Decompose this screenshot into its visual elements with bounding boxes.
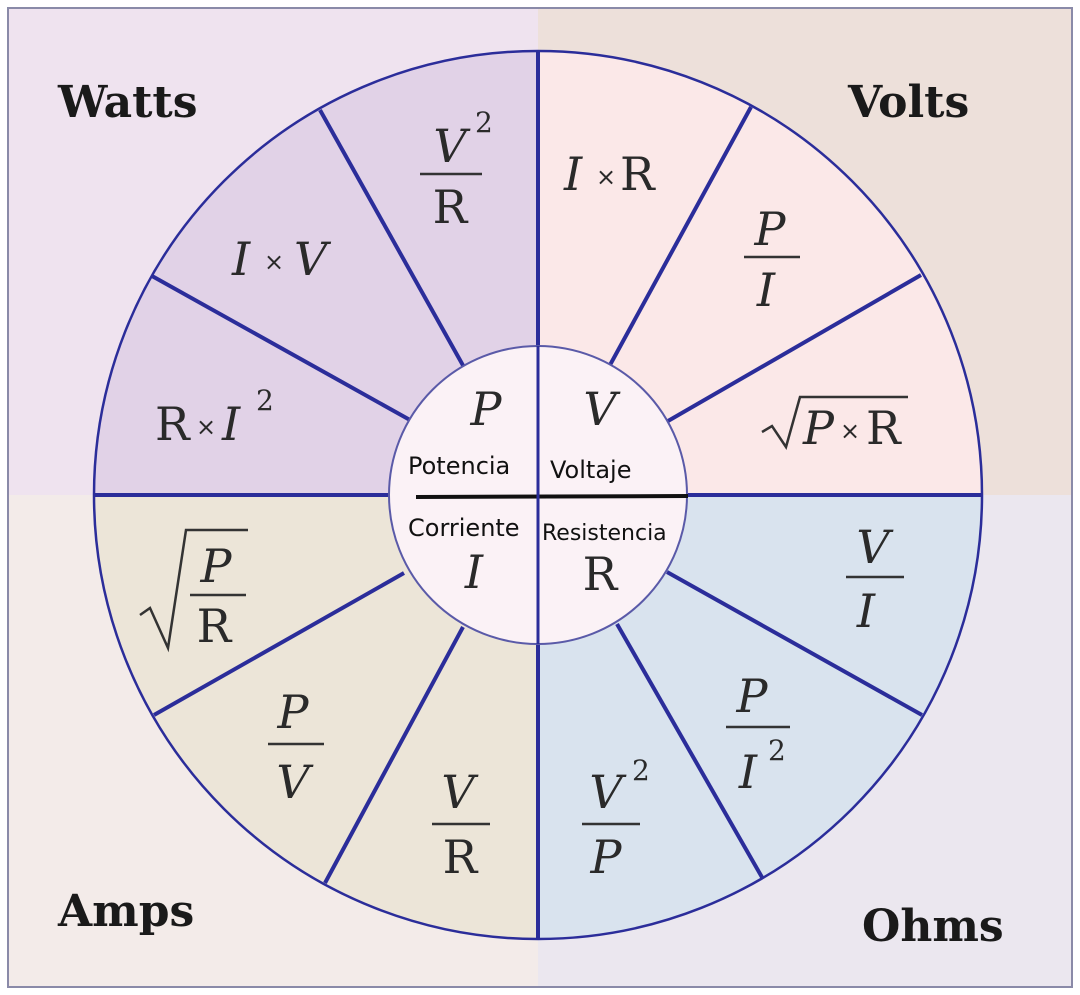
formula-numerator: P	[277, 685, 310, 739]
watts-ring-sector	[94, 51, 538, 495]
amps-formula-sqrt-p-over-r: P R	[139, 528, 248, 653]
formula-left: I	[231, 232, 251, 286]
formula-left: R	[155, 397, 191, 451]
amps-ring-sector	[94, 495, 538, 939]
formula-exponent: 2	[475, 106, 493, 139]
divider-line	[608, 106, 753, 366]
center-symbol-resistance: R	[583, 547, 619, 601]
divider-line	[153, 571, 405, 717]
formula-numerator: P	[736, 669, 769, 723]
center-symbol-power: P	[470, 382, 503, 436]
watts-title: Watts	[57, 77, 198, 128]
center-symbol-voltage: V	[583, 382, 621, 436]
outer-frame	[7, 7, 1073, 988]
amps-title: Amps	[57, 886, 194, 937]
formula-operator: ×	[596, 163, 616, 191]
formula-denominator: I	[856, 584, 876, 638]
volts-title: Volts	[847, 77, 969, 128]
watts-formula-r-times-i-squared: R × I 2	[155, 384, 274, 451]
formula-numerator: V	[856, 520, 894, 574]
divider-line	[615, 623, 765, 880]
divider-line	[318, 109, 467, 370]
formula-denominator: P	[590, 830, 623, 884]
divider-line	[151, 274, 411, 422]
divider-line	[667, 273, 922, 423]
formula-denominator: R	[197, 599, 233, 653]
formula-exponent: 2	[256, 384, 274, 417]
formula-left: P	[802, 401, 835, 455]
formula-operator: ×	[840, 417, 860, 445]
divider-line	[323, 626, 465, 884]
formula-numerator: V	[441, 765, 479, 819]
sqrt-sign	[761, 395, 908, 450]
watts-formula-v-squared-over-r: V 2 R	[420, 106, 493, 234]
formula-numerator: P	[200, 539, 233, 593]
formula-numerator: V	[433, 119, 471, 173]
ohms-formula-v-over-i: V I	[846, 520, 904, 638]
ohms-title: Ohms	[862, 901, 1004, 952]
formula-numerator: P	[754, 202, 787, 256]
formula-denominator: R	[433, 180, 469, 234]
formula-operator: ×	[264, 248, 284, 276]
watts-formula-i-times-v: I × V	[231, 232, 332, 286]
formula-left: I	[563, 147, 583, 201]
formula-exponent: 2	[632, 754, 650, 787]
formula-right: R	[866, 401, 902, 455]
volts-ring-sector	[538, 51, 982, 495]
formula-numerator: V	[589, 765, 627, 819]
center-label-resistance: Resistencia	[542, 521, 667, 546]
center-label-voltage: Voltaje	[550, 456, 631, 484]
formula-exponent: 2	[768, 734, 786, 767]
formula-right: R	[620, 147, 656, 201]
divider-line	[666, 570, 923, 717]
volts-formula-p-over-i: P I	[744, 202, 800, 317]
amps-formula-v-over-r: V R	[432, 765, 490, 884]
ohms-formula-v-squared-over-p: V 2 P	[582, 754, 650, 884]
formula-denominator: R	[443, 830, 479, 884]
volts-formula-sqrt-p-times-r: P × R	[761, 395, 908, 455]
formula-denominator: V	[276, 755, 314, 809]
center-symbol-current: I	[464, 545, 484, 599]
ohms-formula-p-over-i-squared: P I 2	[726, 669, 790, 799]
ohms-ring-sector	[538, 495, 982, 939]
sqrt-sign	[139, 528, 248, 653]
formula-denominator: I	[738, 745, 758, 799]
center-label-power: Potencia	[408, 452, 510, 480]
amps-formula-p-over-v: P V	[268, 685, 324, 809]
volts-formula-i-times-r: I × R	[563, 147, 656, 201]
ring-outline	[92, 49, 984, 941]
formula-operator: ×	[196, 413, 216, 441]
formula-right: V	[294, 232, 332, 286]
center-divider-horizontal	[415, 494, 689, 499]
formula-denominator: I	[756, 263, 776, 317]
formula-right: I	[221, 397, 241, 451]
center-label-current: Corriente	[408, 514, 520, 542]
